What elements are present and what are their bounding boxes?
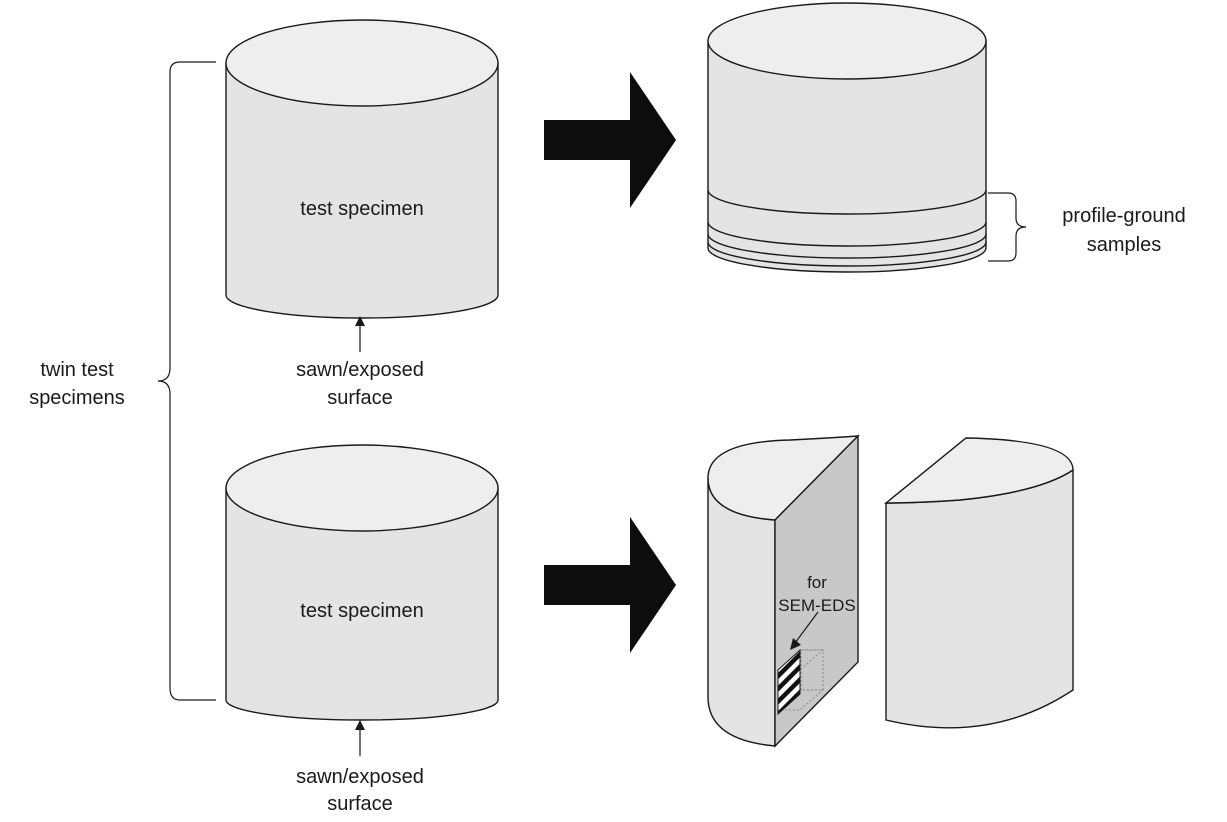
top-surface-label-line1: sawn/exposed xyxy=(296,359,424,381)
bottom-process-arrow xyxy=(544,517,676,653)
top-surface-label-line2: surface xyxy=(327,387,393,409)
bottom-test-specimen-cylinder xyxy=(225,444,499,721)
split-cylinder-right-half xyxy=(884,437,1074,729)
bottom-surface-label-line1: sawn/exposed xyxy=(296,766,424,788)
sem-eds-label-line2: SEM-EDS xyxy=(778,596,855,615)
twin-label-line2: specimens xyxy=(29,387,125,409)
twin-label-line1: twin test xyxy=(40,359,114,381)
slice-line-1 xyxy=(707,189,987,215)
profile-label-line2: samples xyxy=(1087,234,1161,256)
top-test-specimen-cylinder xyxy=(225,19,499,319)
sem-eds-label-line1: for xyxy=(807,573,827,592)
profile-label-line1: profile-ground xyxy=(1062,205,1185,227)
slice-line-4 xyxy=(707,241,987,267)
bottom-specimen-label: test specimen xyxy=(300,600,423,622)
twin-specimens-bracket xyxy=(157,61,216,701)
sem-eds-arrow xyxy=(790,611,819,650)
slice-line-3 xyxy=(707,233,987,259)
hatched-sample-icon xyxy=(777,648,801,716)
profile-cylinder-top-face xyxy=(707,2,987,80)
top-surface-arrow xyxy=(355,316,365,352)
profile-ground-cylinder xyxy=(707,2,987,273)
bottom-specimen-top-face xyxy=(225,444,499,532)
bottom-surface-label-line2: surface xyxy=(327,793,393,815)
bottom-surface-arrow xyxy=(355,720,365,756)
top-specimen-label: test specimen xyxy=(300,198,423,220)
top-specimen-top-face xyxy=(225,19,499,107)
slice-line-2 xyxy=(707,221,987,247)
top-process-arrow xyxy=(544,72,676,208)
profile-samples-bracket xyxy=(988,192,1027,262)
sem-eds-sample xyxy=(776,648,825,716)
